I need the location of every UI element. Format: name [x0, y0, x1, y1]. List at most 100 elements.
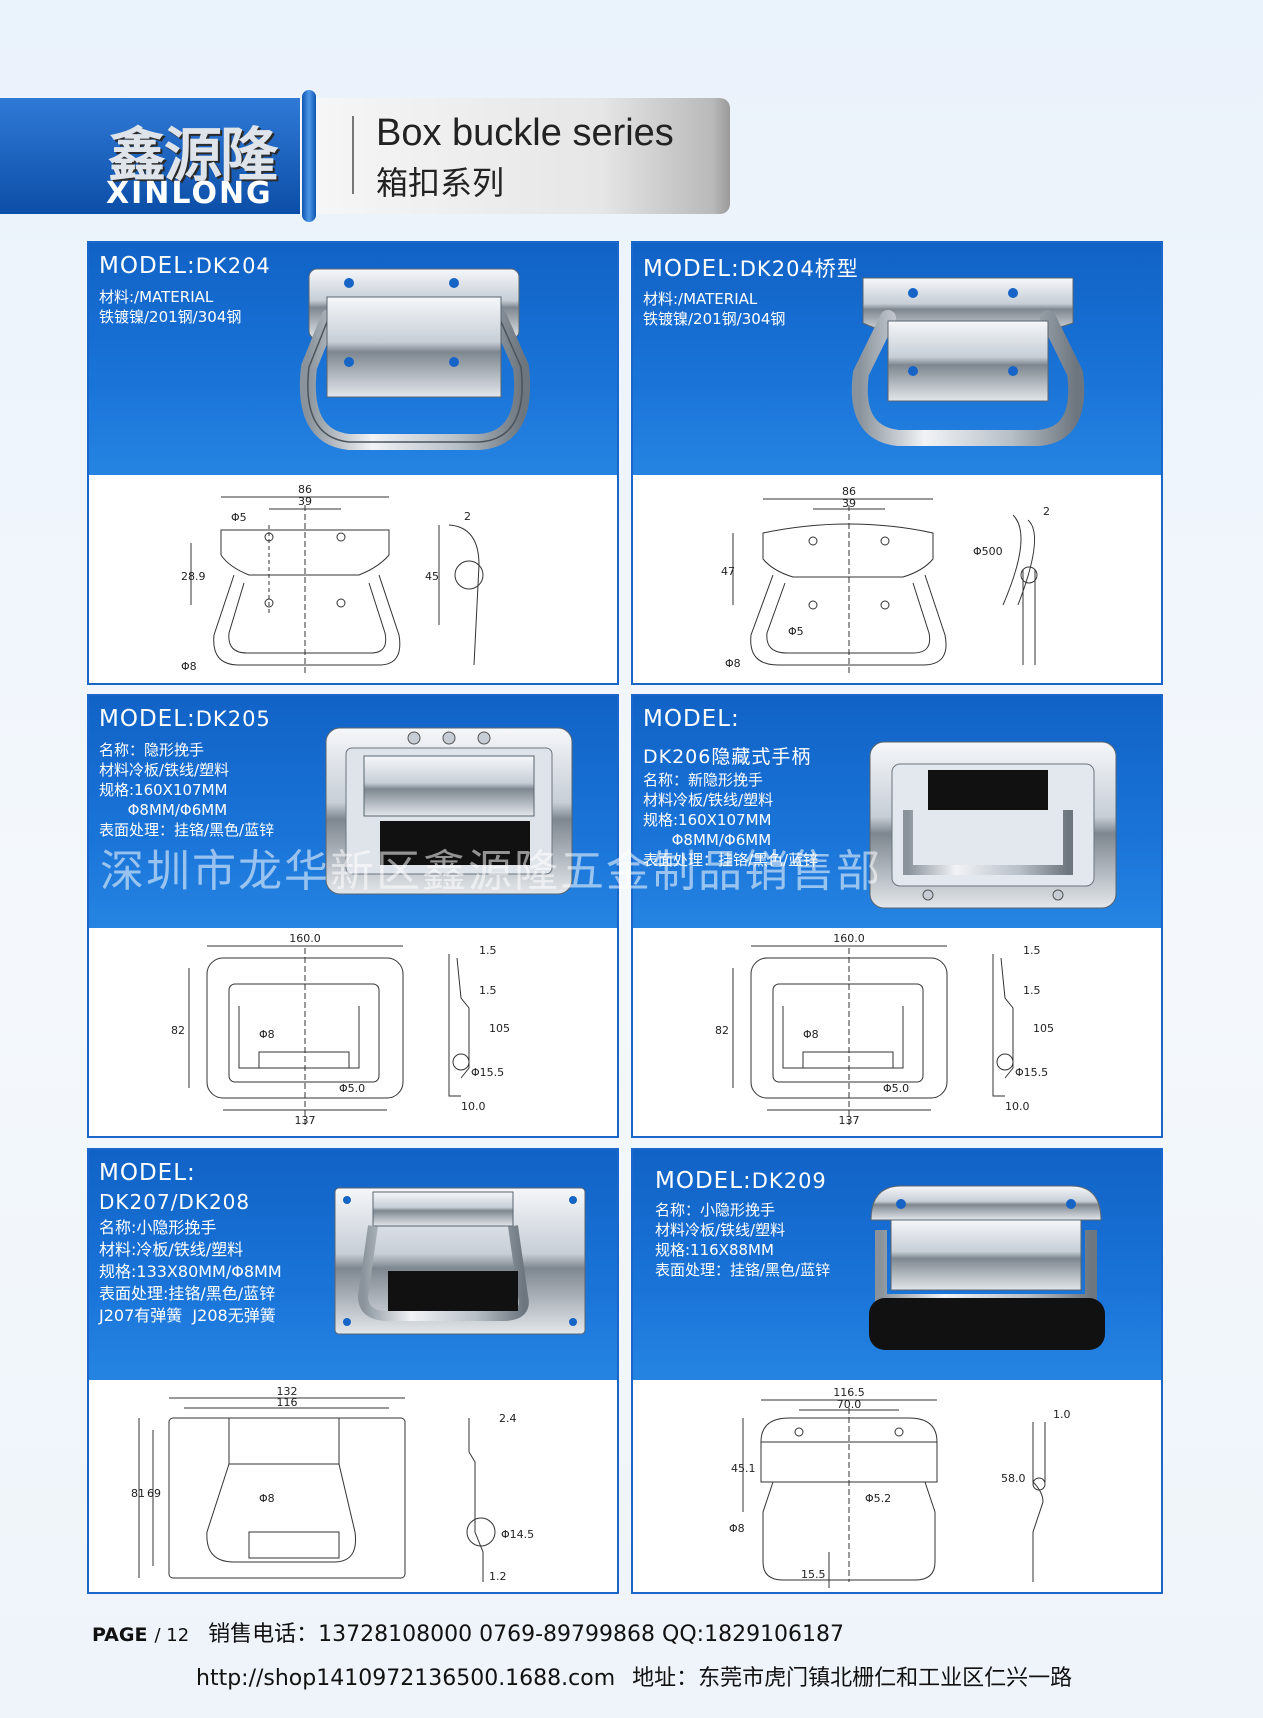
technical-drawing: 116.5 70.0 45.1 Φ5.2 Φ8 15.5 58.0 1.0: [729, 1386, 1071, 1588]
technical-drawing: 86 39 47 2 Φ500 Φ5 Φ8: [721, 485, 1050, 675]
product-photo: [334, 1187, 586, 1335]
spec-line: 材料冷板/铁线/塑料: [655, 1221, 786, 1239]
page-header: 鑫源隆 XINLONG Box buckle series 箱扣系列: [0, 90, 730, 222]
shop-url[interactable]: http://shop1410972136500.1688.com: [196, 1666, 616, 1691]
dim-height: 45.1: [731, 1462, 756, 1475]
dim-pivot: Φ15.5: [1015, 1066, 1048, 1079]
spec-line: 规格:160X107MM: [99, 781, 228, 799]
rubber-grip: [380, 821, 530, 865]
dim-plate: 2: [1043, 505, 1050, 518]
dim-flange: 1.2: [489, 1570, 507, 1583]
spec-line: 材料:冷板/铁线/塑料: [99, 1240, 244, 1259]
model-number: DK206隐藏式手柄: [643, 746, 812, 768]
watermark-text: 深圳市龙华新区鑫源隆五金制品销售部: [100, 846, 882, 897]
dim-bottom: 15.5: [801, 1568, 826, 1581]
dim-rod: Φ8: [259, 1028, 275, 1041]
dim-height: 82: [171, 1024, 185, 1037]
dim-radius: Φ500: [973, 545, 1003, 558]
dim-height: 82: [715, 1024, 729, 1037]
dim-rod: Φ8: [725, 657, 741, 670]
logo-english: XINLONG: [106, 176, 273, 211]
rubber-grip: [928, 770, 1048, 810]
product-panel-dk205: MODEL:DK205 名称：隐形挽手 材料冷板/铁线/塑料 规格:160X10…: [87, 694, 619, 1138]
product-photo: [299, 268, 530, 450]
spec-line: 规格:116X88MM: [655, 1241, 774, 1259]
footer-contact: PAGE / 12 销售电话：13728108000 0769-89799868…: [92, 1616, 844, 1648]
spec-line: 表面处理：挂铬/黑色/蓝锌: [99, 821, 275, 839]
technical-drawing: 160.0 137 82 105 1.5 1.5 Φ8 Φ5.0 Φ15.5 1…: [715, 932, 1054, 1128]
dim-center: 70.0: [837, 1398, 862, 1411]
dim-plate: 1.0: [1053, 1408, 1071, 1421]
dim-plate: 2: [464, 510, 471, 523]
spec-line: 名称：新隐形挽手: [643, 771, 764, 789]
dim-depth: 58.0: [1001, 1472, 1026, 1485]
dim-bottom: 137: [839, 1114, 860, 1127]
dim-bottom: 137: [295, 1114, 316, 1127]
dim-hole: Φ5.2: [865, 1492, 891, 1505]
dim-height-inner: 69: [147, 1487, 161, 1500]
page-number: / 12: [154, 1625, 190, 1646]
model-number: DK204桥型: [739, 257, 859, 281]
footer-address: http://shop1410972136500.1688.com 地址：东莞市…: [196, 1660, 1072, 1692]
logo-chinese: 鑫源隆: [108, 121, 278, 189]
model-label: MODEL:: [643, 706, 740, 732]
model-label: MODEL:DK205: [99, 706, 271, 732]
dim-hole: Φ5: [231, 511, 247, 524]
spec-line: 规格:133X80MM/Φ8MM: [99, 1262, 282, 1281]
product-photo: [869, 1185, 1105, 1350]
dim-pivot: Φ15.5: [471, 1066, 504, 1079]
model-label: MODEL:DK204桥型: [643, 256, 859, 282]
dim-height-outer: 81: [131, 1487, 145, 1500]
page-label: PAGE: [92, 1624, 148, 1646]
dim-thickness: 45: [425, 570, 439, 583]
dim-width: 132: [277, 1385, 298, 1398]
model-number: DK204: [195, 254, 271, 278]
model-label: MODEL:DK204: [99, 253, 271, 279]
spec-line: 材料:/MATERIAL: [643, 290, 758, 308]
dim-height: 47: [721, 565, 735, 578]
header-silver-tab: [300, 98, 730, 214]
product-photo: [325, 727, 573, 895]
rubber-grip: [388, 1271, 518, 1311]
spec-line: 铁镀镍/201钢/304钢: [99, 308, 242, 326]
spec-line: 表面处理：挂铬/黑色/蓝锌: [655, 1261, 831, 1279]
mount-hole: [908, 288, 918, 298]
company-address: 地址：东莞市虎门镇北栅仁和工业区仁兴一路: [632, 1666, 1073, 1691]
dim-rod: Φ8: [729, 1522, 745, 1535]
product-panel-dk206: MODEL: DK206隐藏式手柄 名称：新隐形挽手 材料冷板/铁线/塑料 规格…: [631, 694, 1163, 1138]
dim-flange: 10.0: [461, 1100, 486, 1113]
series-title-cn: 箱扣系列: [376, 164, 505, 202]
header-separator: [352, 116, 354, 194]
dim-plate-2: 1.5: [1023, 984, 1041, 997]
spec-line: 材料冷板/铁线/塑料: [99, 761, 230, 779]
dim-center: 39: [842, 497, 856, 510]
spec-line: Φ8MM/Φ6MM: [643, 831, 772, 849]
dim-center: 116: [277, 1396, 298, 1409]
technical-drawing: 86 39 Φ5 28.9 45 2 Φ8: [181, 483, 484, 675]
dim-plate: 1.5: [479, 944, 497, 957]
spec-line: 规格:160X107MM: [643, 811, 772, 829]
dim-hole: Φ5.0: [339, 1082, 365, 1095]
dim-depth: 105: [489, 1022, 510, 1035]
mount-hole: [908, 366, 918, 376]
mount-hole: [344, 278, 354, 288]
spec-line: Φ8MM/Φ6MM: [99, 801, 228, 819]
dim-width: 86: [842, 485, 856, 498]
mount-hole: [449, 357, 459, 367]
product-panel-dk209: MODEL:DK209 名称：小隐形挽手 材料冷板/铁线/塑料 规格:116X8…: [631, 1148, 1163, 1594]
spec-line: 名称:小隐形挽手: [99, 1218, 217, 1237]
dim-plate-2: 1.5: [479, 984, 497, 997]
product-panel-dk204-bridge: MODEL:DK204桥型 材料:/MATERIAL 铁镀镍/201钢/304钢…: [631, 241, 1163, 685]
dim-center: 39: [298, 495, 312, 508]
spec-line: 材料冷板/铁线/塑料: [643, 791, 774, 809]
mount-hole: [449, 278, 459, 288]
spec-line: 表面处理：挂铬/黑色/蓝锌: [643, 851, 819, 869]
product-panel-dk207-dk208: MODEL: DK207/DK208 名称:小隐形挽手 材料:冷板/铁线/塑料 …: [87, 1148, 619, 1594]
model-number: DK207/DK208: [99, 1190, 251, 1214]
rubber-grip: [869, 1298, 1105, 1350]
dim-width: 160.0: [833, 932, 865, 945]
header-blue-bar: [0, 98, 335, 214]
spec-line: 铁镀镍/201钢/304钢: [643, 310, 786, 328]
technical-drawing: 160.0 137 82 105 1.5 1.5 Φ8 Φ5.0 Φ15.5 1…: [171, 932, 510, 1128]
spec-line: 表面处理:挂铬/黑色/蓝锌: [99, 1284, 276, 1303]
